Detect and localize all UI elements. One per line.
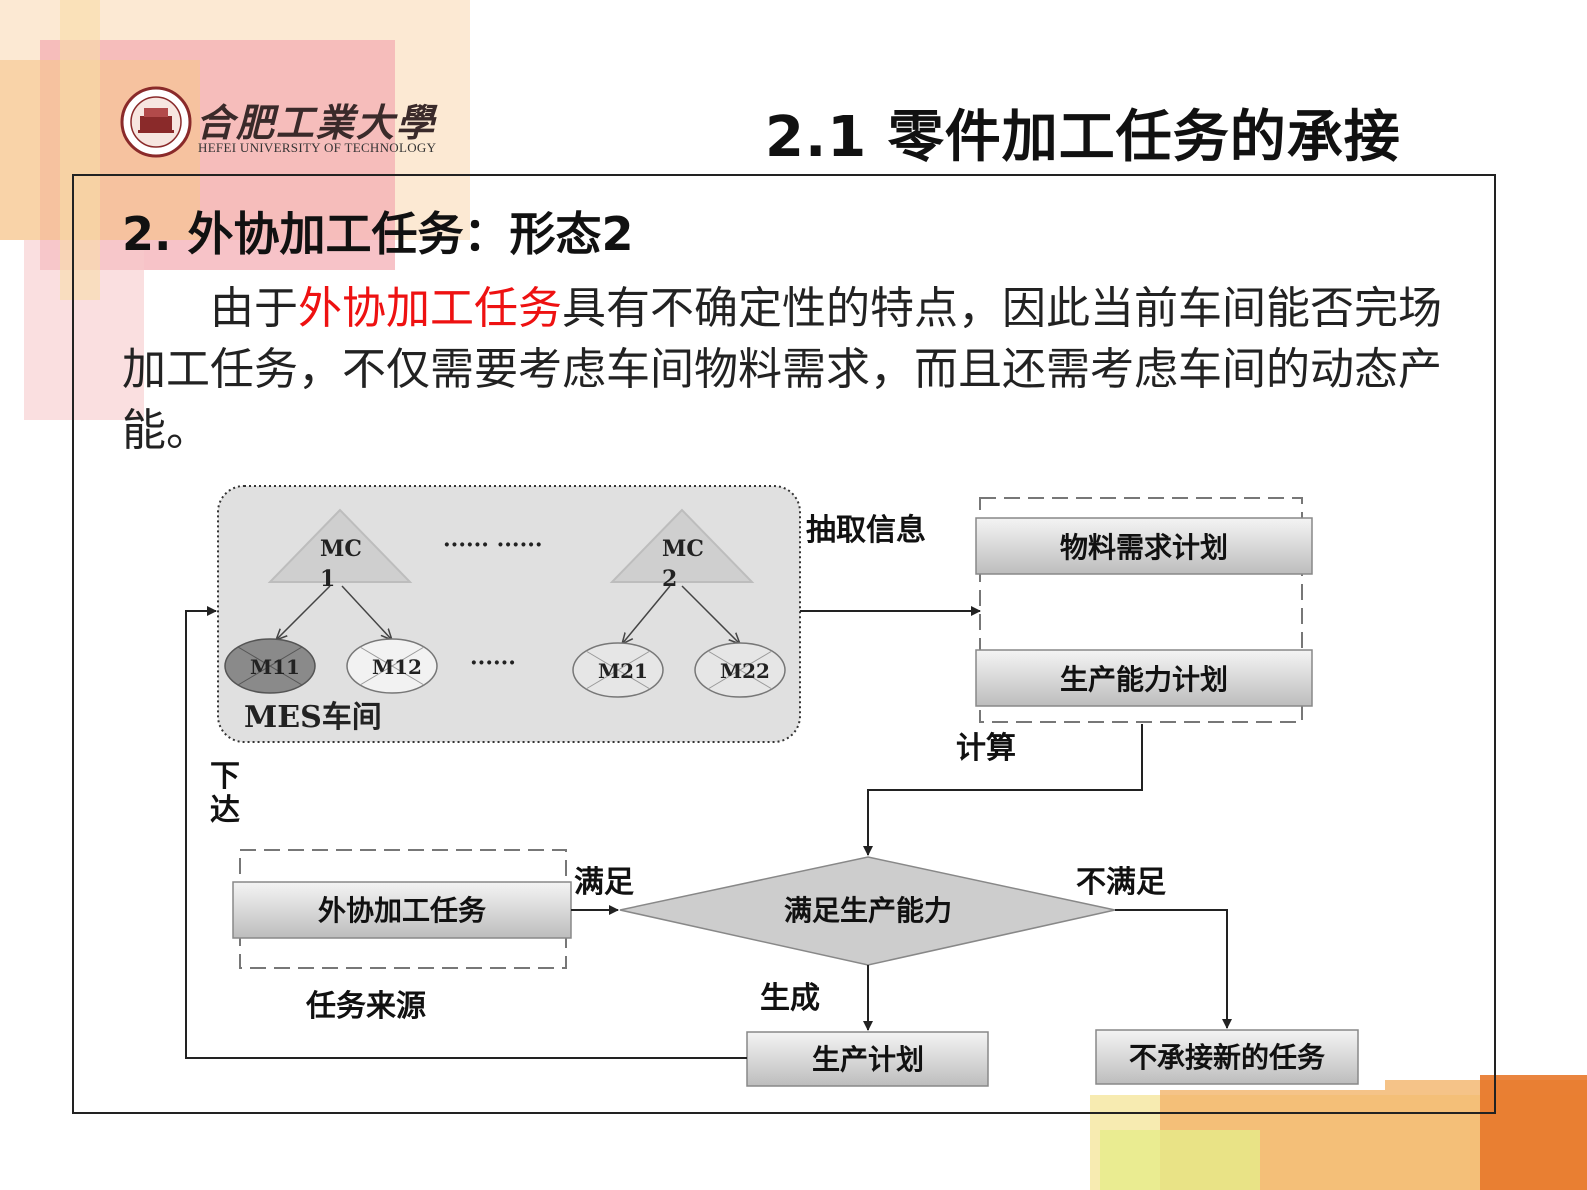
task-box (232, 881, 572, 939)
generate-label: 生成 (760, 981, 820, 1016)
material-plan-box (975, 517, 1313, 575)
dispatch-label: 下 达 (210, 759, 250, 828)
capacity-plan-label: 生产能力计划 (1060, 663, 1228, 696)
extract-info-label: 抽取信息 (806, 513, 926, 548)
production-plan-box (746, 1031, 989, 1087)
m21-label: M21 (598, 659, 648, 683)
mc1-label: MC (320, 536, 362, 562)
mc2-label: MC (662, 536, 704, 562)
decor-bottom-right-4 (1100, 1130, 1260, 1190)
body-paragraph: 由于外协加工任务具有不确定性的特点，因此当前车间能否完场加工任务，不仅需要考虑车… (122, 278, 1482, 461)
mid-ellipsis: ······ (470, 650, 516, 676)
dispatch-label-char-1: 下 (210, 759, 240, 794)
content-frame (72, 174, 1496, 1114)
workshop-label: MES车间 (244, 700, 382, 735)
body-text-post: 具有不确定性的特点，因此当前车间能否完场加工任务，不仅需要考虑车间物料需求，而且… (122, 283, 1442, 456)
compute-label: 计算 (956, 731, 1016, 766)
university-logo (120, 86, 192, 158)
mc1-number: 1 (320, 566, 335, 592)
edge-mc1-m11 (276, 585, 331, 640)
logo-chinese-name: 合肥工業大學 (196, 100, 437, 145)
edge-compute (863, 724, 1143, 856)
decor-bottom-right-3 (1480, 1075, 1587, 1190)
body-text-pre: 由于 (210, 283, 298, 334)
edge-dispatch (185, 606, 747, 1059)
m22-label: M22 (720, 659, 770, 683)
m12-label: M12 (372, 655, 422, 679)
body-text-highlight: 外协加工任务 (298, 283, 562, 334)
edge-mc1-m12 (341, 585, 392, 640)
task-source-label: 任务来源 (305, 989, 426, 1024)
decor-top-left-5 (60, 0, 100, 300)
production-plan-label: 生产计划 (812, 1043, 924, 1076)
mc2-number: 2 (662, 566, 677, 592)
edge-not-satisfy (1115, 909, 1232, 1029)
task-box-label: 外协加工任务 (318, 894, 486, 927)
mc2-node (609, 508, 755, 583)
logo-english-name: HEFEI UNIVERSITY OF TECHNOLOGY (198, 140, 437, 155)
edge-mc2-m21 (622, 585, 671, 644)
edge-mc2-m22 (681, 585, 740, 644)
top-ellipsis: ······ ······ (443, 532, 543, 558)
not-satisfy-label: 不满足 (1076, 865, 1166, 900)
material-plan-label: 物料需求计划 (1060, 531, 1228, 564)
mc1-node (267, 508, 413, 583)
m11-label: M11 (250, 655, 300, 679)
section-heading: 2. 外协加工任务：形态2 (122, 207, 634, 261)
reject-box (1095, 1029, 1359, 1085)
satisfy-label: 满足 (574, 865, 634, 900)
plans-group (979, 497, 1303, 723)
reject-label: 不承接新的任务 (1129, 1041, 1325, 1074)
dispatch-label-char-2: 达 (210, 793, 240, 828)
slide-title: 2.1 零件加工任务的承接 (765, 105, 1401, 170)
capacity-plan-box (975, 649, 1313, 707)
decision-label: 满足生产能力 (784, 894, 952, 927)
university-seal-icon (120, 86, 192, 158)
